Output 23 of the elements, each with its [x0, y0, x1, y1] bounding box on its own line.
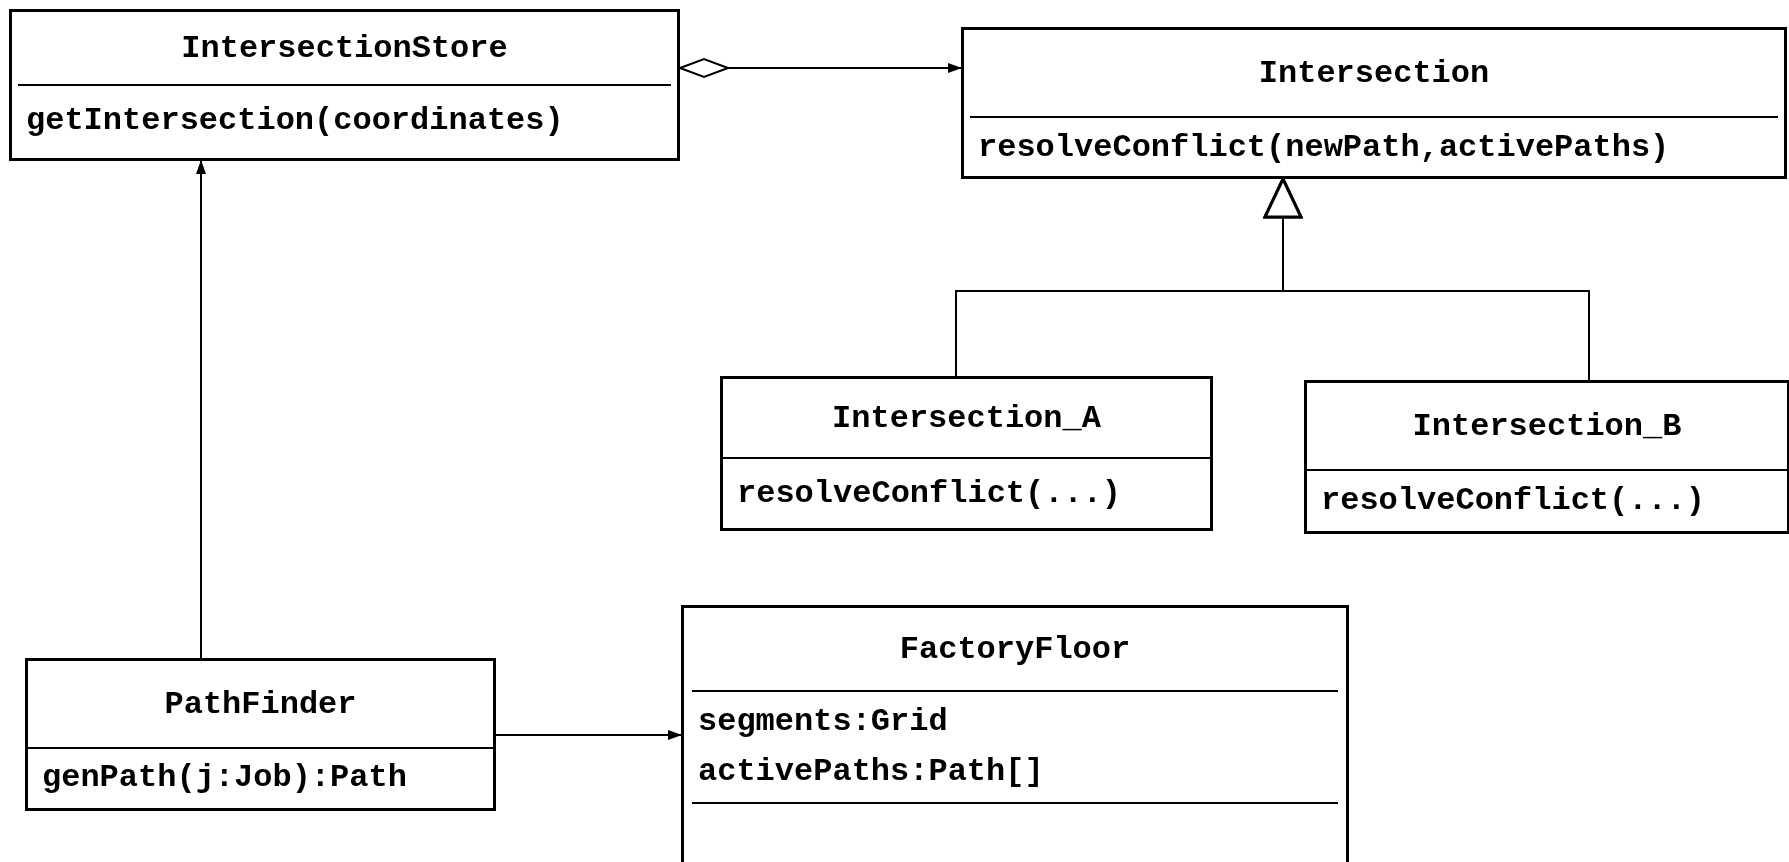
class-member: genPath(j:Job):Path: [42, 758, 408, 798]
class-box: [961, 27, 1787, 179]
class-box: [25, 658, 496, 811]
class-name: Intersection_A: [832, 399, 1101, 437]
class-box: [9, 9, 680, 161]
class-member: resolveConflict(newPath,activePaths): [978, 128, 1671, 168]
class-name: IntersectionStore: [181, 29, 508, 67]
class-member: segments:Grid: [698, 702, 949, 742]
class-box: [720, 376, 1213, 531]
class-name: FactoryFloor: [899, 630, 1131, 668]
class-box: [1304, 380, 1789, 534]
class-member: resolveConflict(...): [1321, 481, 1707, 521]
class-name: Intersection: [1258, 54, 1490, 92]
association-arrow: [495, 730, 682, 740]
class-member: resolveConflict(...): [737, 474, 1123, 514]
class-member: activePaths:Path[]: [698, 752, 1045, 792]
aggregation-arrow: [679, 58, 962, 78]
class-name: Intersection_B: [1412, 407, 1682, 445]
class-box: [681, 605, 1349, 862]
class-name: PathFinder: [164, 685, 357, 723]
inheritance-arrow: [1263, 177, 1590, 381]
class-member: getIntersection(coordinates): [26, 101, 565, 141]
association-arrow: [196, 160, 206, 659]
